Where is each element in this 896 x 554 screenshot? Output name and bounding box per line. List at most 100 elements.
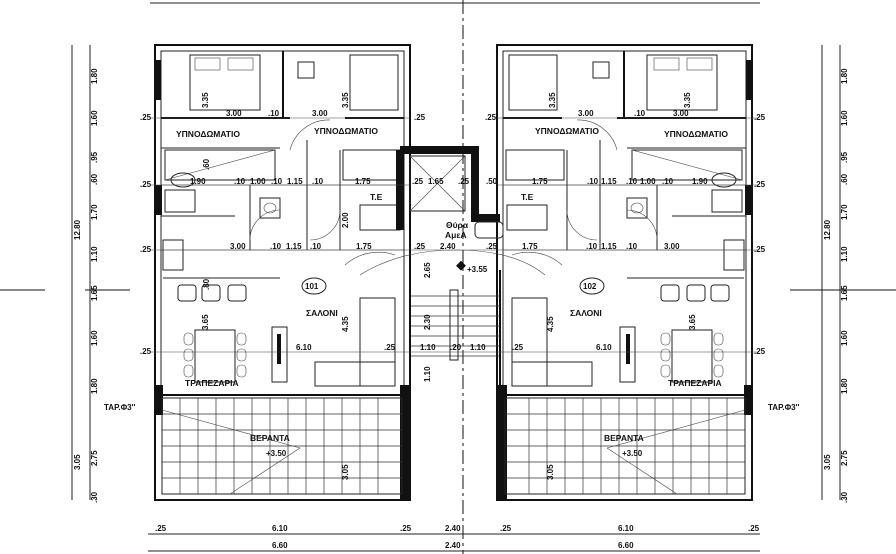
dim: 3.35 [201, 92, 210, 108]
dim: 1.65 [428, 177, 444, 186]
dim: .10 [626, 177, 638, 186]
side-dim-seg: .95 [840, 151, 849, 163]
dim: .25 [486, 242, 498, 251]
dim: .10 [634, 109, 646, 118]
side-dim-overall-right: 12.80 [823, 219, 832, 240]
dim: 1.15 [286, 242, 302, 251]
dim: .10 [234, 177, 246, 186]
dim: 2.30 [423, 314, 432, 330]
dim: .10 [310, 242, 322, 251]
bottom-dim: 6.10 [618, 524, 634, 533]
dim: 1.10 [470, 343, 486, 352]
room-label-living-102: ΣΑΛΟΝΙ [570, 308, 602, 318]
dim: 2.40 [440, 242, 456, 251]
side-dim-seg: 1.60 [90, 330, 99, 346]
dim: .25 [140, 113, 152, 122]
side-dim-seg: 1.80 [840, 68, 849, 84]
dim: 3.00 [578, 109, 594, 118]
door-label-2: ΑμεΑ [445, 230, 467, 240]
dim: .60 [202, 158, 211, 170]
bottom-dim: 6.60 [272, 541, 288, 550]
side-dim-seg: .30 [90, 491, 99, 503]
bottom-dim: .25 [500, 524, 512, 533]
level-veranda-101: +3.50 [266, 449, 287, 458]
unit-number-101: 101 [305, 282, 319, 291]
side-dim-seg: 1.60 [90, 110, 99, 126]
level-landing: +3.55 [467, 265, 488, 274]
dim: 2.00 [341, 212, 350, 228]
dim: .25 [412, 177, 424, 186]
dim: 2.65 [423, 262, 432, 278]
dim: .25 [458, 177, 470, 186]
side-dim-seg: 1.70 [840, 204, 849, 220]
dim: .10 [270, 242, 282, 251]
room-label-veranda-102: ΒΕΡΑΝΤΑ [604, 433, 644, 443]
dim: 6.10 [596, 343, 612, 352]
room-label-dining-102: ΤΡΑΠΕΖΑΡΙΑ [668, 378, 722, 388]
side-dim-seg: 1.10 [840, 246, 849, 262]
dim: 1.75 [356, 242, 372, 251]
tap-note-left: ΤΑΡ.Φ3'' [104, 403, 136, 412]
dim: 6.10 [296, 343, 312, 352]
dim: .25 [140, 347, 152, 356]
side-dim-seg: 1.70 [90, 204, 99, 220]
side-dim-seg: 1.65 [90, 285, 99, 301]
dim: .25 [140, 180, 152, 189]
side-dim-seg: 1.10 [90, 246, 99, 262]
dim: .10 [626, 242, 638, 251]
dim: 4.35 [546, 316, 555, 332]
dim: 3.05 [546, 464, 555, 480]
dim: 3.35 [548, 92, 557, 108]
dim: 1.15 [287, 177, 303, 186]
dim: 3.35 [341, 92, 350, 108]
dim: 3.35 [683, 92, 692, 108]
dim: 1.10 [423, 366, 432, 382]
dim: .20 [450, 343, 462, 352]
side-dim-seg: .60 [90, 173, 99, 185]
room-label-wc-102: Τ.Ε [521, 192, 534, 202]
dim: .25 [140, 245, 152, 254]
room-label-living-101: ΣΑΛΟΝΙ [306, 308, 338, 318]
side-dim-seg: .60 [840, 173, 849, 185]
unit-number-102: 102 [583, 282, 597, 291]
interior-dimensions [150, 117, 757, 353]
dim: .25 [384, 343, 396, 352]
bottom-dim: .25 [400, 524, 412, 533]
dim: 3.65 [201, 314, 210, 330]
dim: .25 [414, 242, 426, 251]
side-dim-seg: 1.60 [840, 110, 849, 126]
room-label-veranda-101: ΒΕΡΑΝΤΑ [250, 433, 290, 443]
dim: 1.15 [601, 177, 617, 186]
dim: .25 [754, 347, 766, 356]
side-dim-seg: 2.75 [90, 450, 99, 466]
dim: .10 [268, 109, 280, 118]
stair-core [359, 146, 546, 395]
dim: .10 [586, 242, 598, 251]
apartment-structure [154, 44, 411, 501]
unit-tag-101 [301, 277, 327, 295]
dim: .25 [512, 343, 524, 352]
dim: .25 [485, 113, 497, 122]
side-dim-seg: 1.80 [90, 68, 99, 84]
side-dim-seg: 1.80 [840, 378, 849, 394]
bottom-dim: 2.40 [445, 541, 461, 550]
dim: .10 [587, 177, 599, 186]
dim: 3.00 [673, 109, 689, 118]
dim: 1.75 [532, 177, 548, 186]
side-dim-overall-left: 12.80 [73, 219, 82, 240]
side-dim-seg: .95 [90, 151, 99, 163]
dim: 3.00 [312, 109, 328, 118]
dim: 3.65 [688, 314, 697, 330]
room-label-bedroom-1: ΥΠΝΟΔΩΜΑΤΙΟ [176, 129, 240, 139]
room-label-bedroom-4: ΥΠΝΟΔΩΜΑΤΙΟ [664, 129, 728, 139]
dim: 1.15 [601, 242, 617, 251]
tap-note-right: ΤΑΡ.Φ3'' [768, 403, 800, 412]
bottom-dim: .25 [155, 524, 167, 533]
dim: 1.75 [522, 242, 538, 251]
dim: 3.00 [226, 109, 242, 118]
dim: 3.05 [341, 464, 350, 480]
dim: .25 [754, 113, 766, 122]
dim: 1.10 [420, 343, 436, 352]
dim: 1.90 [190, 177, 206, 186]
